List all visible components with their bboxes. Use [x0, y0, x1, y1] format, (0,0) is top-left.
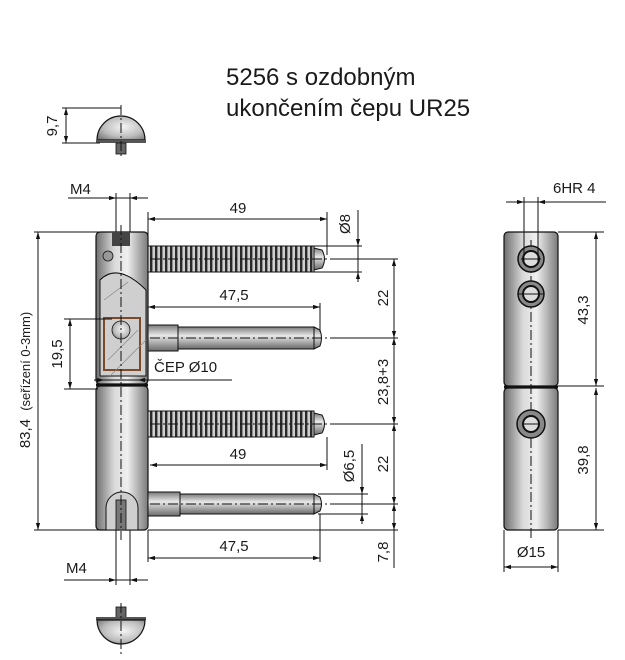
- pin-spacing-bottom-label: 22: [375, 456, 392, 473]
- cap-height-label: 9,7: [44, 116, 61, 137]
- bottom-offset-label: 7,8: [375, 542, 392, 563]
- hinge-body-side: [95, 225, 149, 540]
- middle-spacing-label: 23,8+3: [375, 359, 392, 405]
- drawing-title: 5256 s ozdobným ukončením čepu UR25: [226, 62, 470, 124]
- upper-body-height-label: 43,3: [575, 295, 592, 324]
- top-threaded-screw: [147, 245, 330, 273]
- pin-length-bottom-label: 47,5: [219, 538, 248, 555]
- lower-body-height-label: 39,8: [575, 445, 592, 474]
- top-pin: [147, 324, 330, 352]
- thread-bottom-label: M4: [66, 560, 87, 577]
- screw-diameter-dimension: Ø8: [310, 210, 362, 282]
- pin-diameter-dimension: Ø6,5: [318, 444, 368, 524]
- screw-length-top-dimension: 49: [147, 200, 328, 255]
- hex-socket-upper-2: [517, 280, 545, 308]
- total-height-note: (seřízení 0-3mm): [18, 312, 33, 411]
- screw-length-bottom-dimension: 49: [150, 437, 328, 470]
- bottom-threaded-screw: [147, 410, 330, 438]
- screw-length-bottom-label: 49: [230, 446, 247, 463]
- screw-length-top-label: 49: [230, 200, 247, 217]
- pin-length-top-dimension: 47,5: [148, 287, 321, 332]
- title-line-1: 5256 s ozdobným: [226, 64, 416, 91]
- total-height-label: 83,4: [17, 419, 34, 448]
- title-line-2: ukončením čepu UR25: [226, 95, 471, 122]
- pin-length-bottom-dimension: 47,5: [147, 514, 321, 562]
- hex-socket-label: 6HR 4: [553, 180, 596, 197]
- pin-diameter-label: Ø6,5: [341, 450, 358, 483]
- hinge-body-front: [503, 231, 559, 540]
- body-diameter-label: Ø15: [517, 544, 545, 561]
- pivot-dimension: 19,5 ČEP Ø10: [49, 318, 232, 390]
- svg-text:83,4 (seřízení 0-3mm): 83,4 (seřízení 0-3mm): [17, 312, 34, 448]
- bottom-pin: [147, 491, 330, 517]
- vertical-spacing-chain: 22 23,8+3 22 7,8: [148, 258, 398, 568]
- pivot-label: ČEP Ø10: [154, 359, 217, 376]
- total-height-dimension: 83,4 (seřízení 0-3mm): [17, 231, 100, 531]
- pin-length-top-label: 47,5: [219, 287, 248, 304]
- body-diameter-dimension: Ø15: [503, 530, 559, 572]
- pivot-height-label: 19,5: [49, 339, 66, 368]
- thread-top-label: M4: [70, 181, 91, 198]
- screw-diameter-label: Ø8: [337, 214, 354, 234]
- thread-bottom-dimension: M4: [64, 530, 148, 585]
- hex-socket-dimension: 6HR 4: [506, 180, 606, 262]
- hex-socket-lower: [516, 409, 546, 439]
- cap-height-dimension: 9,7: [44, 107, 121, 144]
- top-decorative-cap: [96, 105, 146, 158]
- pin-spacing-top-label: 22: [375, 290, 392, 307]
- body-height-dimensions: 43,3 39,8: [558, 231, 604, 531]
- bottom-decorative-cap: [96, 603, 146, 656]
- hex-socket-upper-1: [517, 245, 545, 273]
